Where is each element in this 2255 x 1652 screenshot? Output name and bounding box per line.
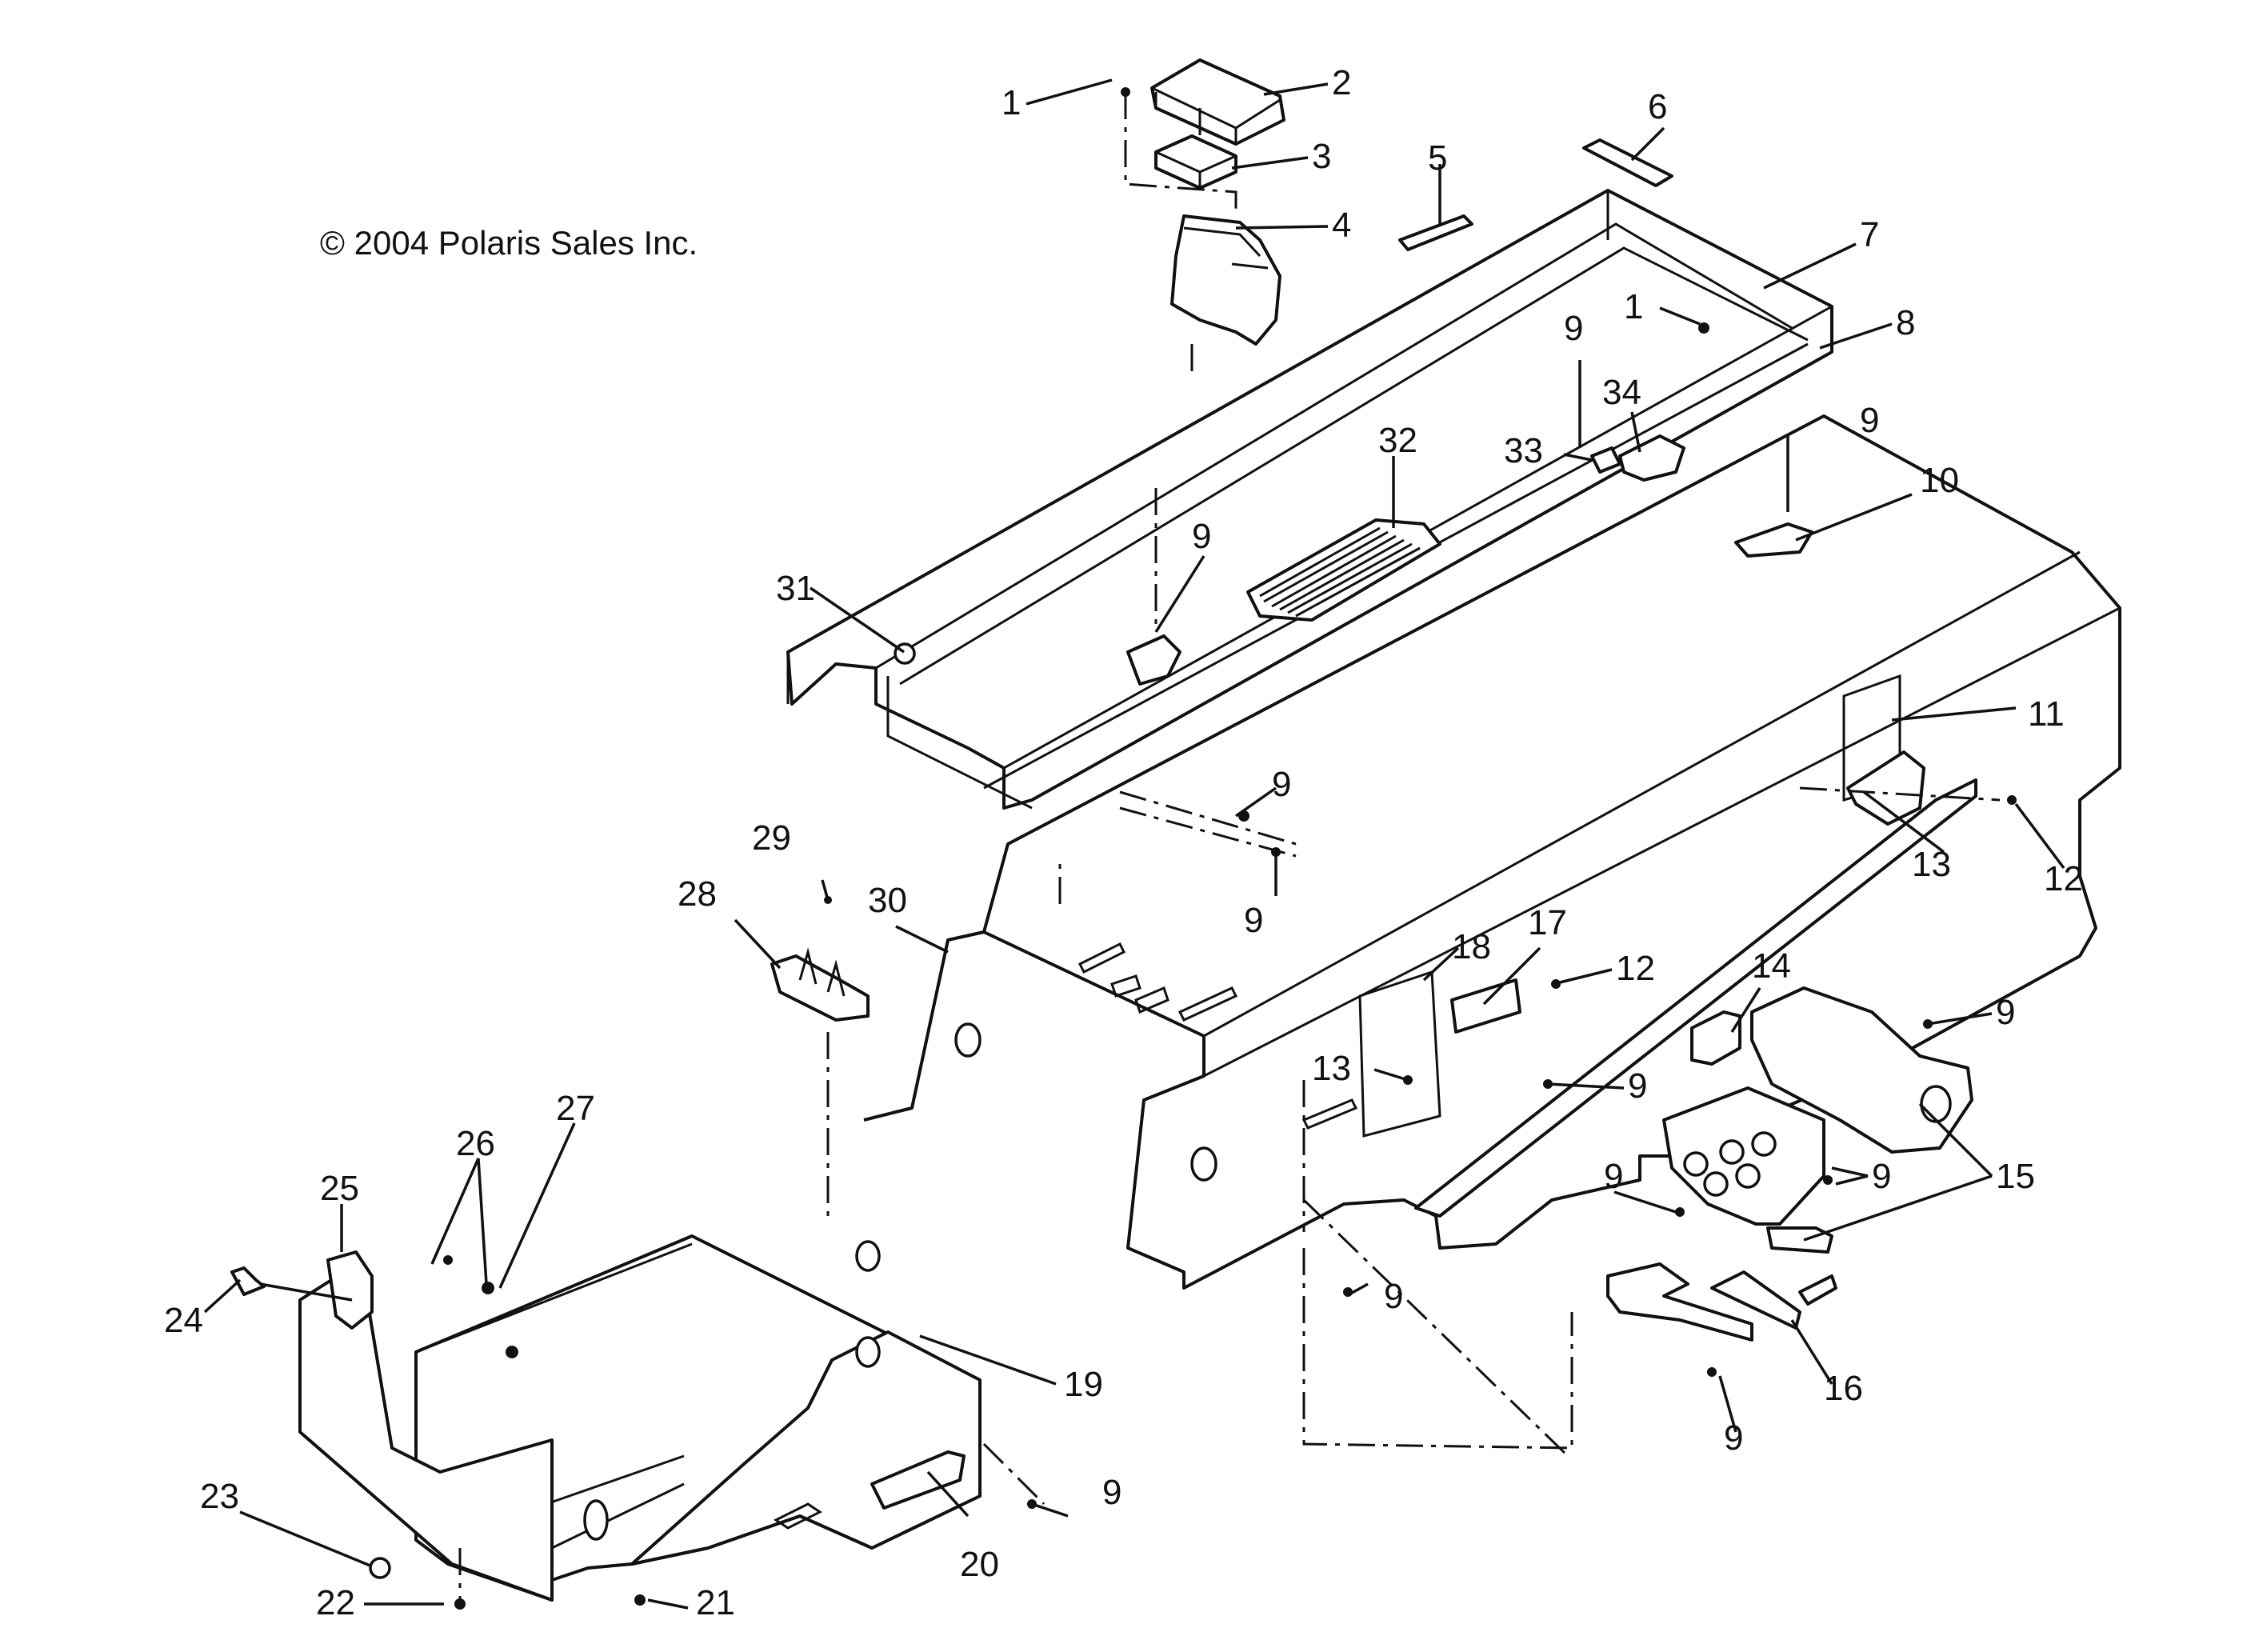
callout-29: 29 xyxy=(752,818,791,858)
callout-32: 32 xyxy=(1378,421,1417,460)
callout-23: 23 xyxy=(200,1477,239,1516)
callout-24: 24 xyxy=(164,1301,203,1340)
callout-9: 9 xyxy=(1244,901,1263,940)
callout-9: 9 xyxy=(1192,517,1211,556)
callout-22: 22 xyxy=(316,1583,355,1622)
callout-9: 9 xyxy=(1860,401,1879,440)
callout-labels: 1 2 3 4 5 6 7 1 8 9 34 33 9 32 10 9 31 1… xyxy=(164,63,2083,1622)
callout-28: 28 xyxy=(678,874,717,914)
part-16-bracket xyxy=(1606,1262,1837,1342)
part-3-pad xyxy=(1154,134,1237,190)
part-2-cap xyxy=(1150,58,1285,146)
fastener-dots xyxy=(369,87,2017,1610)
callout-9: 9 xyxy=(1604,1157,1623,1196)
part-18-plate xyxy=(1358,970,1441,1138)
part-17-plate xyxy=(1450,978,1521,1034)
assembly-line-9-side xyxy=(1119,790,1297,858)
callout-27: 27 xyxy=(556,1089,595,1128)
part-33-clip xyxy=(1590,446,1621,474)
part-9-grommet-center xyxy=(1126,634,1181,686)
callout-18: 18 xyxy=(1452,927,1491,966)
callout-10: 10 xyxy=(1920,461,1959,500)
callout-12: 12 xyxy=(2044,859,2083,898)
assembly-line-18 xyxy=(1302,1080,1569,1458)
callout-1: 1 xyxy=(1002,83,1021,122)
callout-14: 14 xyxy=(1752,946,1791,986)
callout-4: 4 xyxy=(1332,206,1351,245)
callout-13: 13 xyxy=(1312,1049,1351,1088)
assembly-line-20 xyxy=(982,1442,1046,1506)
assembly-line-12 xyxy=(1799,786,2001,802)
callout-13: 13 xyxy=(1912,845,1951,884)
callout-2: 2 xyxy=(1332,63,1351,102)
callout-33: 33 xyxy=(1504,431,1543,470)
callout-16: 16 xyxy=(1824,1369,1863,1408)
leader-lines xyxy=(203,78,2065,1610)
callout-26: 26 xyxy=(456,1124,495,1163)
callout-9: 9 xyxy=(1628,1066,1647,1106)
part-14-cap xyxy=(1690,1010,1741,1066)
assembly-line-lower xyxy=(1302,1248,1573,1450)
part-20-bracket xyxy=(870,1450,966,1510)
callout-9: 9 xyxy=(1872,1157,1891,1196)
part-34-grommet xyxy=(1618,434,1685,482)
callout-30: 30 xyxy=(868,881,907,920)
part-5-strip xyxy=(1398,214,1473,251)
assembly-line-1 xyxy=(1124,92,1237,216)
copyright-notice: © 2004 Polaris Sales Inc. xyxy=(320,224,698,262)
callout-19: 19 xyxy=(1064,1365,1103,1404)
callout-17: 17 xyxy=(1528,903,1567,942)
callout-12: 12 xyxy=(1616,949,1655,988)
callout-9: 9 xyxy=(1724,1418,1743,1458)
callout-9: 9 xyxy=(1996,993,2015,1032)
part-4-holder xyxy=(1170,214,1281,346)
callout-11: 11 xyxy=(2028,694,2065,734)
callout-5: 5 xyxy=(1428,138,1447,178)
part-11-bracket xyxy=(1842,674,1925,826)
part-15-tube xyxy=(1766,1226,1833,1254)
part-15-housing xyxy=(1662,986,1973,1226)
callout-9: 9 xyxy=(1384,1277,1403,1316)
callout-8: 8 xyxy=(1896,303,1915,342)
callout-21: 21 xyxy=(696,1583,735,1622)
callout-31: 31 xyxy=(776,569,815,608)
callout-25: 25 xyxy=(320,1169,359,1208)
callout-20: 20 xyxy=(960,1545,999,1584)
callout-9: 9 xyxy=(1564,309,1583,348)
part-32-ribbed-tray xyxy=(1246,518,1441,622)
part-28-bracket xyxy=(770,947,870,1022)
callout-7: 7 xyxy=(1860,215,1879,254)
tunnel-slots xyxy=(1078,942,1358,1130)
callout-34: 34 xyxy=(1602,373,1641,412)
callout-9: 9 xyxy=(1272,765,1291,804)
callout-1-second: 1 xyxy=(1624,287,1643,326)
callout-3: 3 xyxy=(1312,137,1331,176)
part-25-bracket xyxy=(326,1250,374,1330)
part-6-strip xyxy=(1582,138,1673,187)
part-10-grommet xyxy=(1734,522,1813,558)
part-24-bolt xyxy=(230,1266,353,1302)
callout-6: 6 xyxy=(1648,87,1667,126)
callout-9: 9 xyxy=(1102,1473,1122,1512)
tunnel-rail xyxy=(1414,778,1977,1218)
callout-15: 15 xyxy=(1996,1157,2035,1196)
